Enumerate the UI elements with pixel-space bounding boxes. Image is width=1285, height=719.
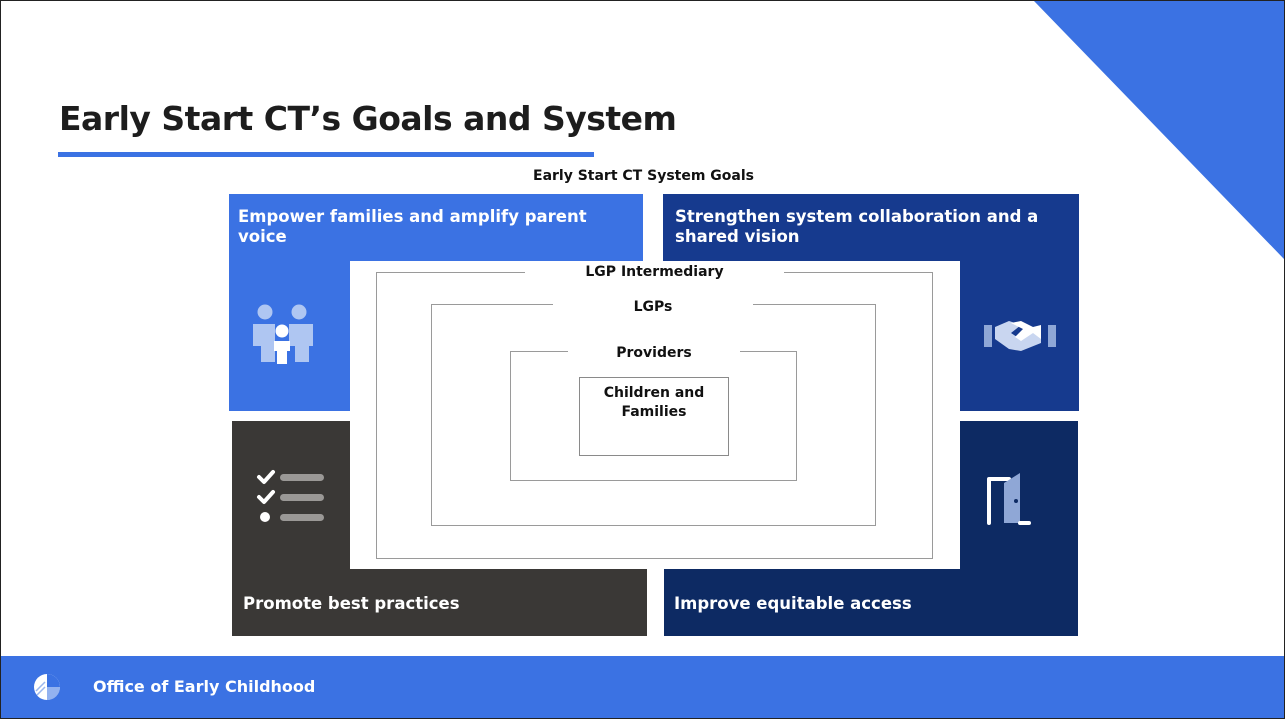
layer-label-core: Children and Families [603,385,705,420]
system-diagram: LGP Intermediary LGPs Providers Children… [350,261,960,569]
footer-org-name: Office of Early Childhood [93,677,316,696]
handshake-icon [984,321,1056,351]
goal-label: Promote best practices [243,594,460,613]
goal-label: Improve equitable access [674,594,912,613]
layer-box-children-families [579,377,729,456]
page-title: Early Start CT’s Goals and System [59,99,677,138]
title-underline [58,152,594,157]
diagram-title: Early Start CT System Goals [533,168,754,184]
layer-label-outer: LGP Intermediary [525,264,784,280]
door-icon [987,473,1031,525]
layer-label-third: Providers [568,345,740,361]
family-icon [253,304,313,364]
oec-logo-icon [34,674,60,700]
footer-bar: Office of Early Childhood [1,656,1284,718]
layer-label-second: LGPs [553,299,753,315]
goal-label: Strengthen system collaboration and a sh… [675,207,1039,246]
goal-label: Empower families and amplify parent voic… [238,207,587,246]
checklist-icon [257,470,324,522]
